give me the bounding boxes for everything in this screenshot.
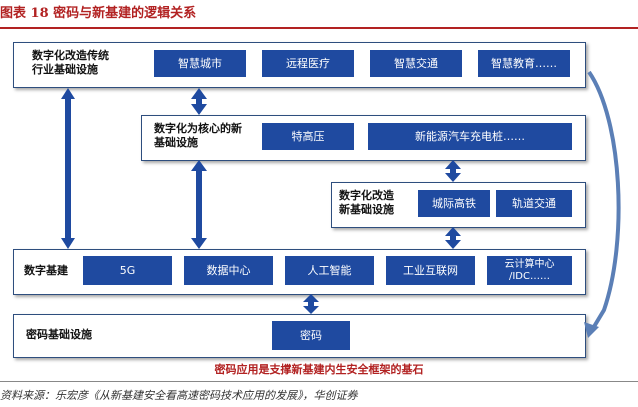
panel-label-digital-core: 数字化为核心的新 基础设施 xyxy=(154,122,242,149)
panel-label-crypto: 密码基础设施 xyxy=(26,328,92,341)
node-5g: 5G xyxy=(83,256,172,285)
node-cloud-idc: 云计算中心 /IDC…… xyxy=(487,256,572,285)
double-arrow-new-base xyxy=(445,227,461,249)
title-divider xyxy=(0,27,638,29)
node-ai: 人工智能 xyxy=(285,256,374,285)
source-note: 资料来源：乐宏彦《从新基建安全看高速密码技术应用的发展》，华创证券 xyxy=(0,389,358,402)
bottom-divider xyxy=(0,381,638,382)
node-data-center: 数据中心 xyxy=(184,256,273,285)
node-rail-transit: 轨道交通 xyxy=(496,190,572,217)
node-smart-transport: 智慧交通 xyxy=(370,50,462,77)
panel-label-digital-upgrade: 数字化改造传统 行业基础设施 xyxy=(32,49,109,76)
figure-caption: 密码应用是支撑新基建内生安全框架的基石 xyxy=(214,363,424,376)
node-intercity-rail: 城际高铁 xyxy=(418,190,490,217)
double-arrow-core-new xyxy=(445,160,461,182)
node-smart-education: 智慧教育…… xyxy=(478,50,570,77)
double-arrow-left-tall xyxy=(61,88,75,249)
double-arrow-base-crypto xyxy=(303,294,319,314)
double-arrow-top-mid xyxy=(191,88,207,115)
double-arrow-core-base xyxy=(191,160,207,249)
panel-label-digital-new: 数字化改造 新基础设施 xyxy=(339,189,394,216)
node-uhv: 特高压 xyxy=(262,123,354,150)
node-smart-city: 智慧城市 xyxy=(154,50,246,77)
figure-title: 图表 18 密码与新基建的逻辑关系 xyxy=(0,6,197,21)
node-ev-charging: 新能源汽车充电桩…… xyxy=(368,123,572,150)
node-crypto: 密码 xyxy=(272,321,350,350)
node-industrial-internet: 工业互联网 xyxy=(386,256,475,285)
node-remote-medical: 远程医疗 xyxy=(262,50,354,77)
panel-label-digital-base: 数字基建 xyxy=(24,264,68,277)
curved-feedback-arrow xyxy=(584,70,621,338)
